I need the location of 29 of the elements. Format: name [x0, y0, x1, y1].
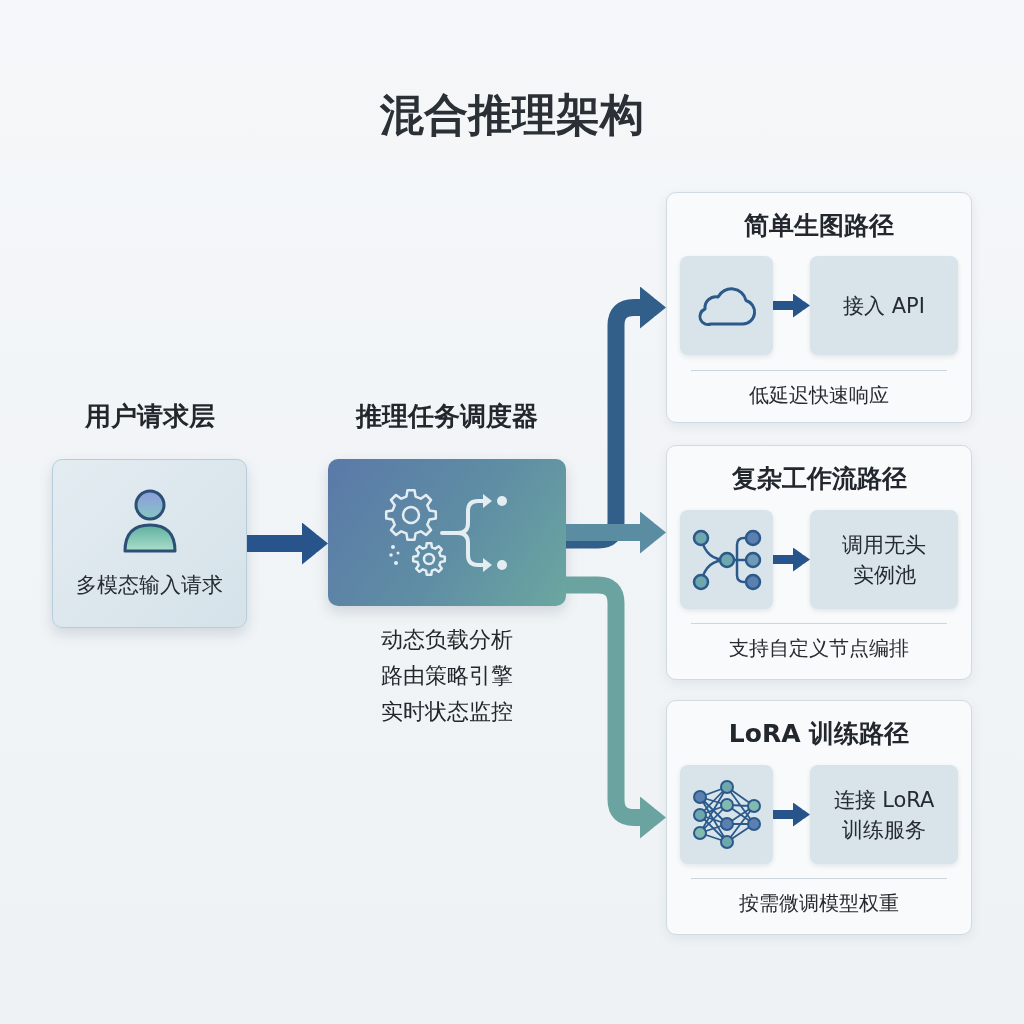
arrow [566, 576, 666, 839]
panel-note: 低延迟快速响应 [749, 382, 889, 409]
service-box: 接入 API [810, 256, 958, 355]
panel-note: 按需微调模型权重 [739, 890, 899, 917]
panel-heading: 简单生图路径 [744, 210, 894, 242]
layer-heading: 用户请求层 [84, 400, 215, 433]
arrow [773, 547, 810, 572]
feature-label: 动态负载分析 [381, 626, 513, 654]
icon-tile [680, 510, 773, 609]
feature-label: 实时状态监控 [381, 698, 513, 726]
arrow [566, 286, 666, 549]
service-box: 连接 LoRA训练服务 [810, 765, 958, 864]
arrow [566, 511, 666, 554]
arrow [773, 802, 810, 827]
panel-heading: 复杂工作流路径 [731, 463, 907, 495]
path-panel [666, 192, 972, 423]
icon-tile [680, 256, 773, 355]
arrow [247, 522, 328, 565]
layer-heading: 推理任务调度器 [356, 400, 538, 433]
path-panel [666, 700, 972, 935]
icon-tile [680, 765, 773, 864]
arrow [773, 293, 810, 318]
service-box: 调用无头实例池 [810, 510, 958, 609]
panel-note: 支持自定义节点编排 [729, 635, 909, 662]
title: 混合推理架构 [380, 88, 644, 142]
path-panel [666, 445, 972, 680]
panel-heading: LoRA 训练路径 [728, 718, 910, 750]
feature-label: 路由策略引擎 [381, 662, 513, 690]
box-label: 多模态输入请求 [76, 572, 223, 599]
